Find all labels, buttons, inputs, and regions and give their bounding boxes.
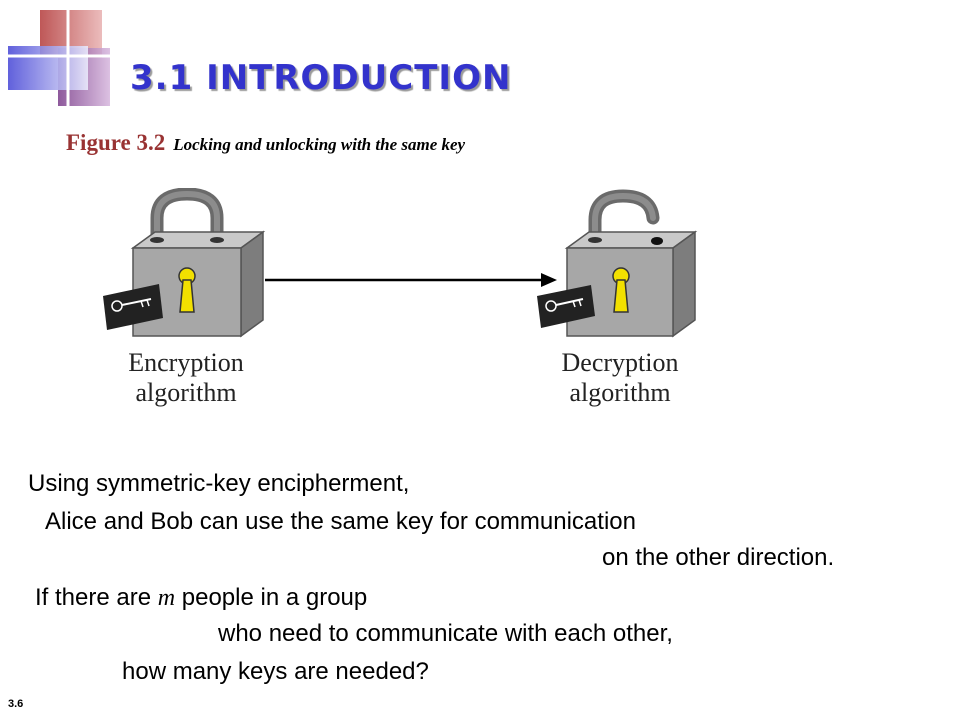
body-line-3: on the other direction.: [602, 544, 835, 571]
closed-padlock-icon: [130, 187, 266, 338]
body-line-1: Using symmetric-key encipherment,: [28, 470, 410, 497]
slide-title: 3.1 INTRODUCTION: [130, 58, 512, 98]
decryption-label: Decryption algorithm: [520, 348, 720, 408]
decryption-label-line1: Decryption: [561, 348, 679, 377]
encryption-label-line2: algorithm: [135, 378, 237, 407]
corner-decoration: [0, 0, 140, 110]
encryption-label: Encryption algorithm: [86, 348, 286, 408]
body-line-2: Alice and Bob can use the same key for c…: [45, 508, 636, 535]
open-padlock-icon: [564, 189, 698, 338]
key-card-icon: [537, 285, 595, 328]
body-line-6: how many keys are needed?: [122, 658, 429, 685]
caption-text: Locking and unlocking with the same key: [173, 135, 466, 154]
figure-caption: Figure 3.2 Locking and unlocking with the…: [66, 130, 465, 156]
caption-number: Figure 3.2: [66, 130, 166, 155]
body-line-4: If there are m people in a group: [35, 584, 367, 612]
variable-m: m: [157, 585, 176, 611]
body-line-4-pre: If there are: [35, 584, 158, 611]
slide-number: 3.6: [8, 698, 24, 710]
arrow-right-icon: [265, 273, 557, 287]
lock-figure: [95, 187, 715, 348]
body-line-4-post: people in a group: [175, 584, 368, 611]
lock-figure-drawing: [103, 187, 698, 338]
decryption-label-line2: algorithm: [569, 378, 671, 407]
key-card-icon: [103, 284, 163, 330]
encryption-label-line1: Encryption: [128, 348, 244, 377]
body-line-5: who need to communicate with each other,: [218, 620, 673, 647]
